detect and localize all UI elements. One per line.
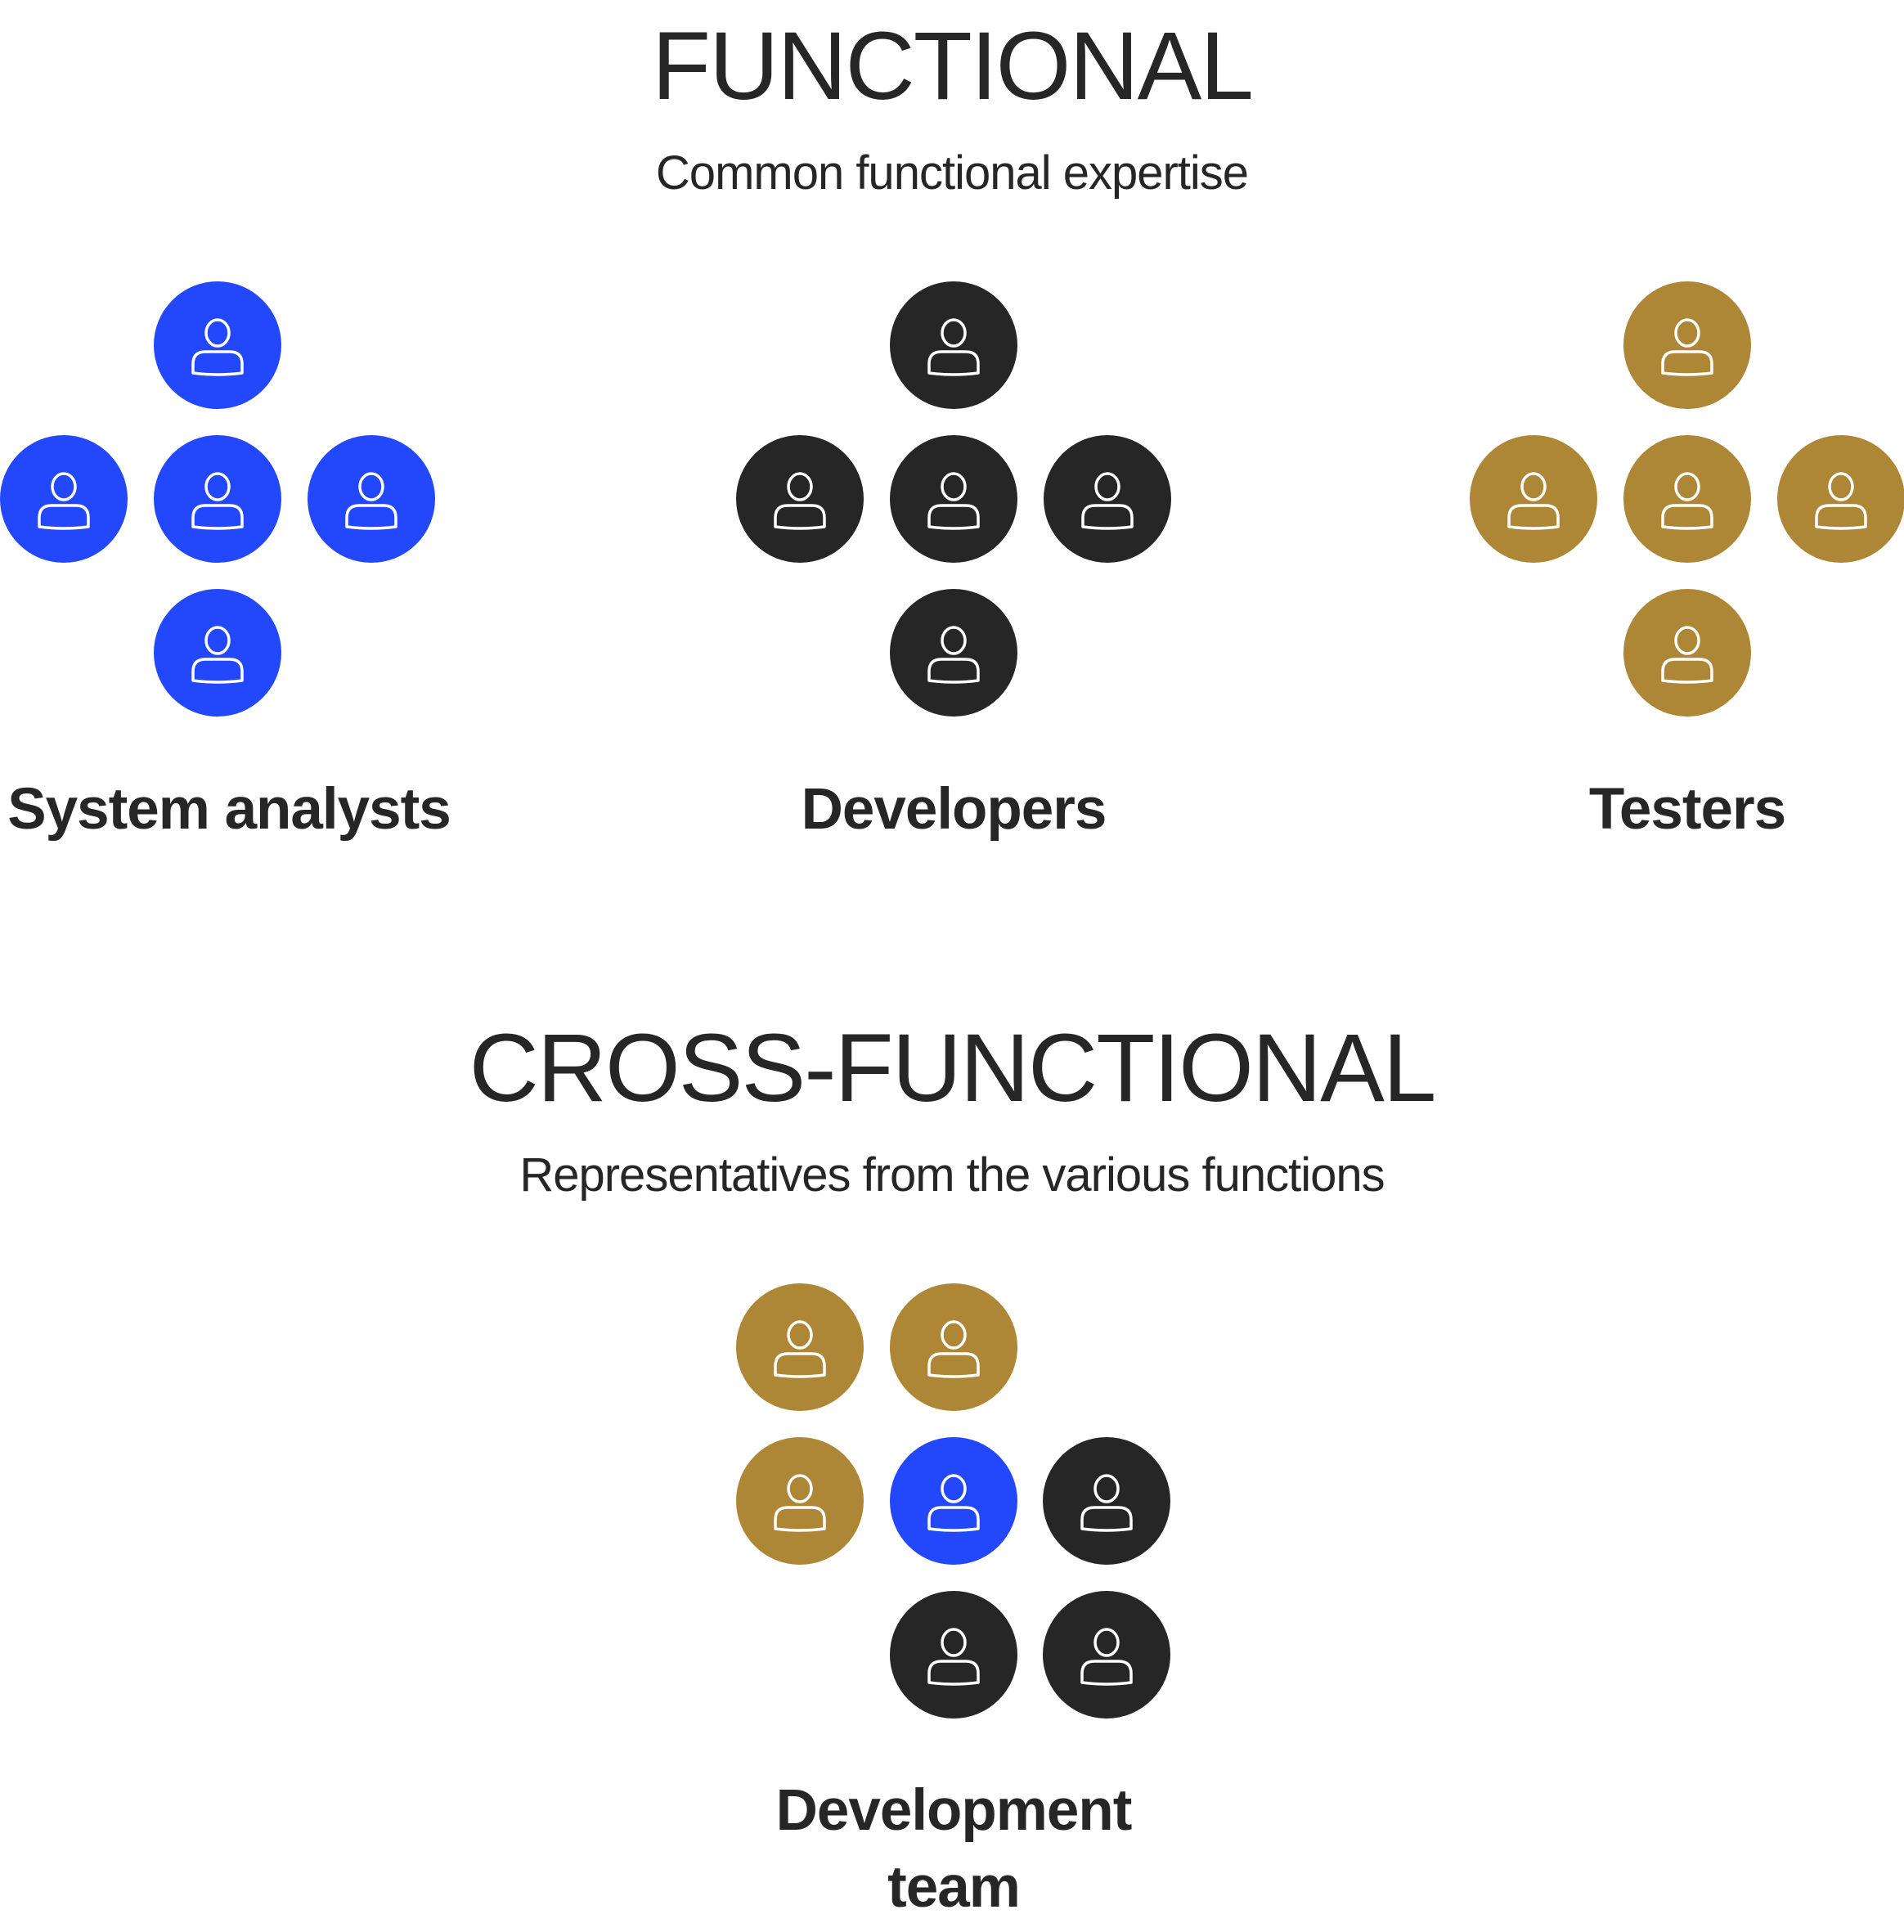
- person-icon: [774, 1474, 826, 1532]
- developer-member: [1043, 1591, 1170, 1719]
- person-icon: [345, 472, 397, 530]
- functional-subtitle: Common functional expertise: [655, 146, 1249, 200]
- developer-member: [1043, 1437, 1170, 1565]
- tester-member: [1470, 435, 1597, 563]
- person-icon: [1661, 626, 1713, 684]
- developer-member: [890, 589, 1017, 717]
- person-icon: [1080, 1628, 1133, 1686]
- person-icon: [927, 1628, 980, 1686]
- system-analysts-label: System analysts: [7, 777, 451, 842]
- developer-member: [1044, 435, 1171, 563]
- developer-member: [890, 435, 1017, 563]
- person-icon: [927, 1474, 980, 1532]
- person-icon: [774, 472, 826, 530]
- developer-member: [890, 1591, 1017, 1719]
- analyst-member: [154, 281, 281, 409]
- tester-member: [890, 1283, 1017, 1411]
- person-icon: [774, 1320, 826, 1378]
- analyst-member: [308, 435, 435, 563]
- tester-member: [1623, 435, 1751, 563]
- person-icon: [1661, 318, 1713, 376]
- analyst-member: [154, 589, 281, 717]
- tester-member: [1623, 281, 1751, 409]
- person-icon: [1080, 1474, 1133, 1532]
- person-icon: [191, 626, 244, 684]
- tester-member: [1623, 589, 1751, 717]
- person-icon: [1815, 472, 1867, 530]
- tester-member: [1777, 435, 1904, 563]
- person-icon: [191, 472, 244, 530]
- person-icon: [927, 472, 980, 530]
- developers-label: Developers: [801, 777, 1107, 842]
- development-team-label: Development team: [708, 1772, 1199, 1925]
- analyst-member: [0, 435, 128, 563]
- cross-functional-subtitle: Representatives from the various functio…: [519, 1148, 1385, 1202]
- developer-member: [890, 281, 1017, 409]
- tester-member: [736, 1437, 864, 1565]
- person-icon: [1507, 472, 1560, 530]
- development-team-label-line2: team: [887, 1854, 1021, 1920]
- person-icon: [191, 318, 244, 376]
- tester-member: [736, 1283, 864, 1411]
- development-team-label-line1: Development: [775, 1778, 1133, 1843]
- person-icon: [927, 1320, 980, 1378]
- analyst-member: [154, 435, 281, 563]
- person-icon: [927, 318, 980, 376]
- person-icon: [927, 626, 980, 684]
- person-icon: [38, 472, 90, 530]
- cross-functional-title: CROSS-FUNCTIONAL: [469, 1014, 1437, 1122]
- analyst-member: [890, 1437, 1017, 1565]
- testers-label: Testers: [1588, 777, 1786, 842]
- person-icon: [1661, 472, 1713, 530]
- functional-title: FUNCTIONAL: [652, 12, 1254, 120]
- developer-member: [736, 435, 864, 563]
- person-icon: [1081, 472, 1134, 530]
